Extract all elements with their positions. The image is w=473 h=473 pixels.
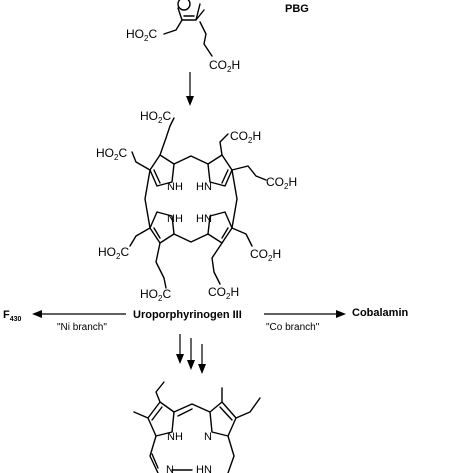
bottom-n-ne: N: [204, 431, 212, 443]
triple-arrow: [176, 334, 206, 374]
bottom-porphyrin-structure: NH N N HN: [133, 381, 261, 473]
uro-label-bottom-right: CO2H: [208, 285, 239, 301]
uro-nh-sw: NH: [167, 213, 183, 225]
pbg-name: PBG: [285, 3, 309, 15]
uro-ring-se: [207, 211, 233, 244]
uro-bottom-right-chain: [211, 242, 223, 285]
pbg-acetate-label: HO2C: [126, 27, 157, 43]
co-branch-label: "Co branch": [266, 322, 320, 333]
uro-label-right-propionate-upper: CO2H: [266, 175, 297, 191]
methyl-left: [133, 411, 149, 419]
vinyl-right: [235, 397, 261, 419]
f430-label: F430: [3, 309, 22, 323]
pbg-acetate-chain: [163, 19, 183, 35]
uro-nh-se: HN: [196, 213, 212, 225]
bottom-meso-top: [173, 403, 211, 413]
uro-label-top-propionate: HO2C: [140, 109, 171, 125]
pbg-propionate-chain: [199, 21, 213, 57]
pbg-structure: HO2C CO2H PBG: [126, 0, 309, 74]
bottom-hn-se: HN: [196, 464, 212, 473]
uro-label-bottom-left: HO2C: [140, 287, 171, 303]
uro-bottom-left-chain: [155, 242, 167, 289]
uro-ring-sw: [149, 211, 175, 244]
uro-label-right-acetate-lower: CO2H: [250, 247, 281, 263]
uro-label-top-right-acetate: CO2H: [230, 129, 261, 145]
uro-meso-left: [144, 169, 151, 229]
uro-label-left-acetate-lower: HO2C: [98, 245, 129, 261]
uro-top-propionate: [159, 117, 175, 156]
co-branch: Cobalamin "Co branch": [264, 307, 409, 333]
uro-ring-ne: [207, 154, 233, 187]
uro-nh-nw: NH: [167, 181, 183, 193]
pbg-ring: [177, 3, 205, 21]
uro-left-acetate-upper: [131, 151, 151, 171]
uro-ring-nw: [149, 154, 175, 187]
uroporphyrinogen-structure: HO2C CO2H HO2C CO2H HO2C CO2H HO2C CO2H …: [96, 109, 297, 321]
pbg-propionate-label: CO2H: [209, 58, 240, 74]
uro-label-left-acetate-upper: HO2C: [96, 146, 127, 162]
uro-left-acetate-lower: [129, 227, 151, 247]
uro-right-propionate-upper: [231, 165, 267, 181]
vinyl-left: [155, 381, 165, 403]
bottom-ring-ne: [209, 401, 237, 437]
bottom-meso-left: [149, 435, 159, 473]
bottom-meso-right: [227, 435, 235, 473]
uro-right-acetate-lower: [231, 227, 253, 247]
cobalamin-label: Cobalamin: [352, 307, 409, 319]
uro-nh-ne: HN: [196, 181, 212, 193]
bottom-ring-nw: [147, 401, 175, 437]
uro-meso-right: [231, 169, 238, 229]
ni-branch: F430 "Ni branch": [3, 309, 126, 333]
bottom-n-sw: N: [166, 464, 174, 473]
uro-meso-bottom: [173, 233, 209, 243]
uro-meso-top: [173, 155, 209, 165]
ni-branch-label: "Ni branch": [57, 322, 107, 333]
uro-name: Uroporphyrinogen III: [133, 309, 242, 321]
arrow-pbg-to-uro: [186, 72, 194, 106]
pbg-ring-fragment: [177, 0, 191, 11]
uro-top-right-acetate: [219, 133, 229, 156]
bottom-nh-nw: NH: [167, 431, 183, 443]
